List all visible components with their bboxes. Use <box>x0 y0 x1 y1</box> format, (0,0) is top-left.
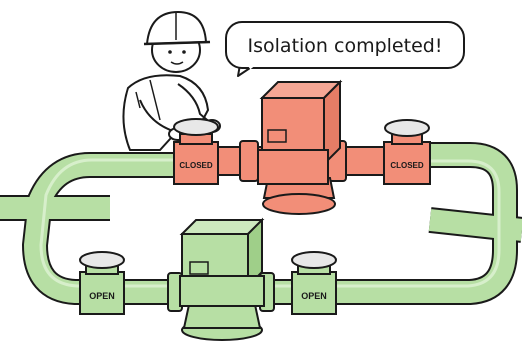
valve-state-label: CLOSED <box>390 161 424 170</box>
valve-top-right[interactable]: CLOSED <box>383 119 431 185</box>
handwheel-icon[interactable] <box>291 251 337 269</box>
valve-state-label: OPEN <box>89 291 115 301</box>
valve-state-label: OPEN <box>301 291 327 301</box>
valve-bottom-left[interactable]: OPEN <box>79 251 125 315</box>
speech-bubble-text: Isolation completed! <box>248 35 443 57</box>
active-pump <box>179 217 265 341</box>
valve-state-label: CLOSED <box>179 161 213 170</box>
speech-bubble: Isolation completed! <box>225 21 465 77</box>
valve-top-left[interactable]: CLOSED <box>173 118 219 185</box>
flange-left <box>239 140 259 182</box>
isolated-pump <box>257 79 343 215</box>
handwheel-icon[interactable] <box>79 251 125 269</box>
handwheel-icon[interactable] <box>384 119 430 137</box>
valve-bottom-right[interactable]: OPEN <box>291 251 337 315</box>
pipe-loop <box>0 142 522 305</box>
handwheel-icon[interactable] <box>173 118 219 136</box>
